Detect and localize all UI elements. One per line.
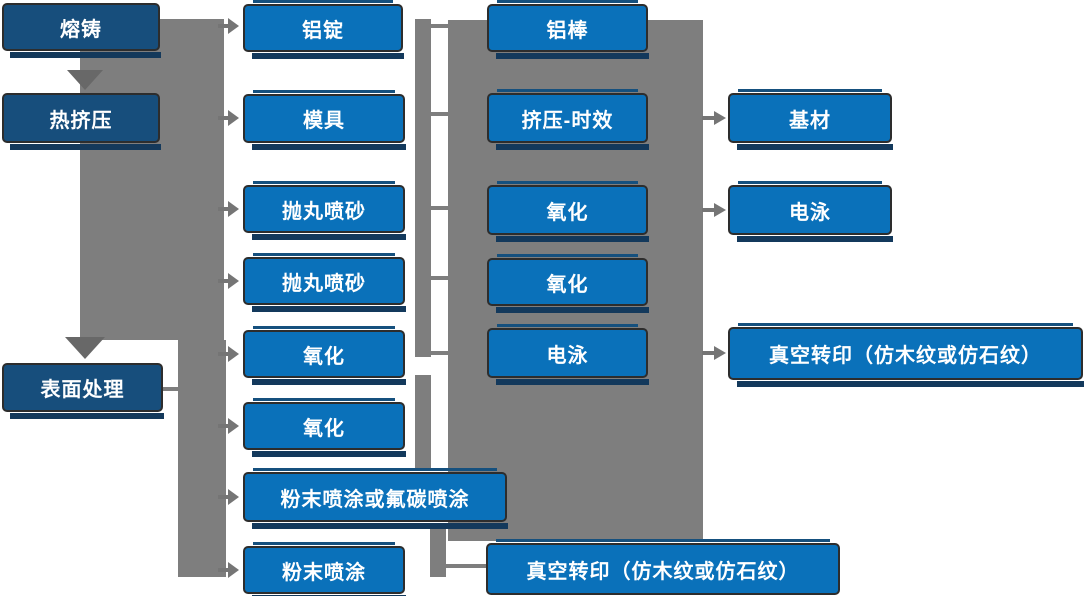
connector-surface-treatment-stub	[163, 387, 179, 391]
box-mold: 模具	[243, 90, 406, 150]
stage-melting-casting: 熔铸	[2, 3, 161, 58]
arrow-right-icon	[714, 346, 726, 360]
box-electrophoresis-2: 电泳	[728, 181, 893, 242]
box-vacuum-transfer-print-1: 真空转印（仿木纹或仿石纹）	[486, 539, 840, 595]
arrow-right-icon	[228, 489, 239, 505]
arrow-down-melting-to-extrusion-icon	[67, 70, 103, 90]
arrow-right-icon	[228, 418, 239, 434]
arrow-stem	[218, 352, 228, 356]
arrow-stem	[702, 208, 714, 212]
box-powder-coating: 粉末喷涂	[243, 542, 406, 596]
box-powder-or-fluorocarbon-coating: 粉末喷涂或氟碳喷涂	[243, 468, 508, 529]
connector-bus-stub-row2	[415, 112, 449, 116]
arrow-right-icon	[714, 203, 726, 217]
arrow-stem	[218, 424, 228, 428]
arrow-right-icon	[228, 562, 239, 578]
box-extrusion-aging: 挤压-时效	[487, 89, 649, 150]
arrow-stem	[218, 495, 228, 499]
box-aluminum-rod: 铝棒	[487, 0, 649, 59]
arrow-right-icon	[228, 110, 239, 126]
connector-bus-stub-bottom	[446, 564, 490, 568]
box-base-material: 基材	[728, 89, 893, 150]
arrow-right-icon	[228, 346, 239, 362]
box-electrophoresis-1: 电泳	[487, 324, 649, 385]
box-shot-blasting-1: 抛丸喷砂	[243, 181, 406, 240]
arrow-stem	[702, 116, 714, 120]
connector-mid-bus-bottom	[430, 524, 446, 577]
stage-hot-extrusion: 热挤压	[2, 93, 161, 150]
box-vacuum-transfer-print-2: 真空转印（仿木纹或仿石纹）	[728, 323, 1084, 387]
arrow-right-icon	[714, 111, 726, 125]
connector-left-trunk	[178, 340, 226, 577]
arrow-stem	[702, 351, 714, 355]
connector-bus-stub-row5	[415, 351, 449, 355]
connector-bus-stub-row3	[415, 206, 449, 210]
box-oxidation-4: 氧化	[487, 254, 649, 313]
connector-mid-bus-top	[415, 19, 431, 357]
box-oxidation-3: 氧化	[487, 181, 649, 242]
arrow-down-to-surface-treatment-icon	[65, 337, 105, 359]
arrow-stem	[218, 568, 228, 572]
box-shot-blasting-2: 抛丸喷砂	[243, 253, 406, 312]
arrow-stem	[218, 24, 228, 28]
connector-mid-bus-middle	[415, 375, 431, 470]
stage-surface-treatment: 表面处理	[2, 363, 164, 419]
box-oxidation-1: 氧化	[243, 326, 406, 385]
box-oxidation-2: 氧化	[243, 398, 406, 457]
arrow-stem	[218, 207, 228, 211]
arrow-stem	[218, 279, 228, 283]
connector-left-blob	[80, 19, 224, 340]
arrow-right-icon	[228, 18, 239, 34]
connector-bus-stub-row4	[415, 276, 449, 280]
arrow-right-icon	[228, 201, 239, 217]
connector-bus-stub-row1	[415, 24, 449, 28]
arrow-right-icon	[228, 273, 239, 289]
box-aluminum-ingot: 铝锭	[243, 0, 404, 59]
arrow-stem	[218, 116, 228, 120]
